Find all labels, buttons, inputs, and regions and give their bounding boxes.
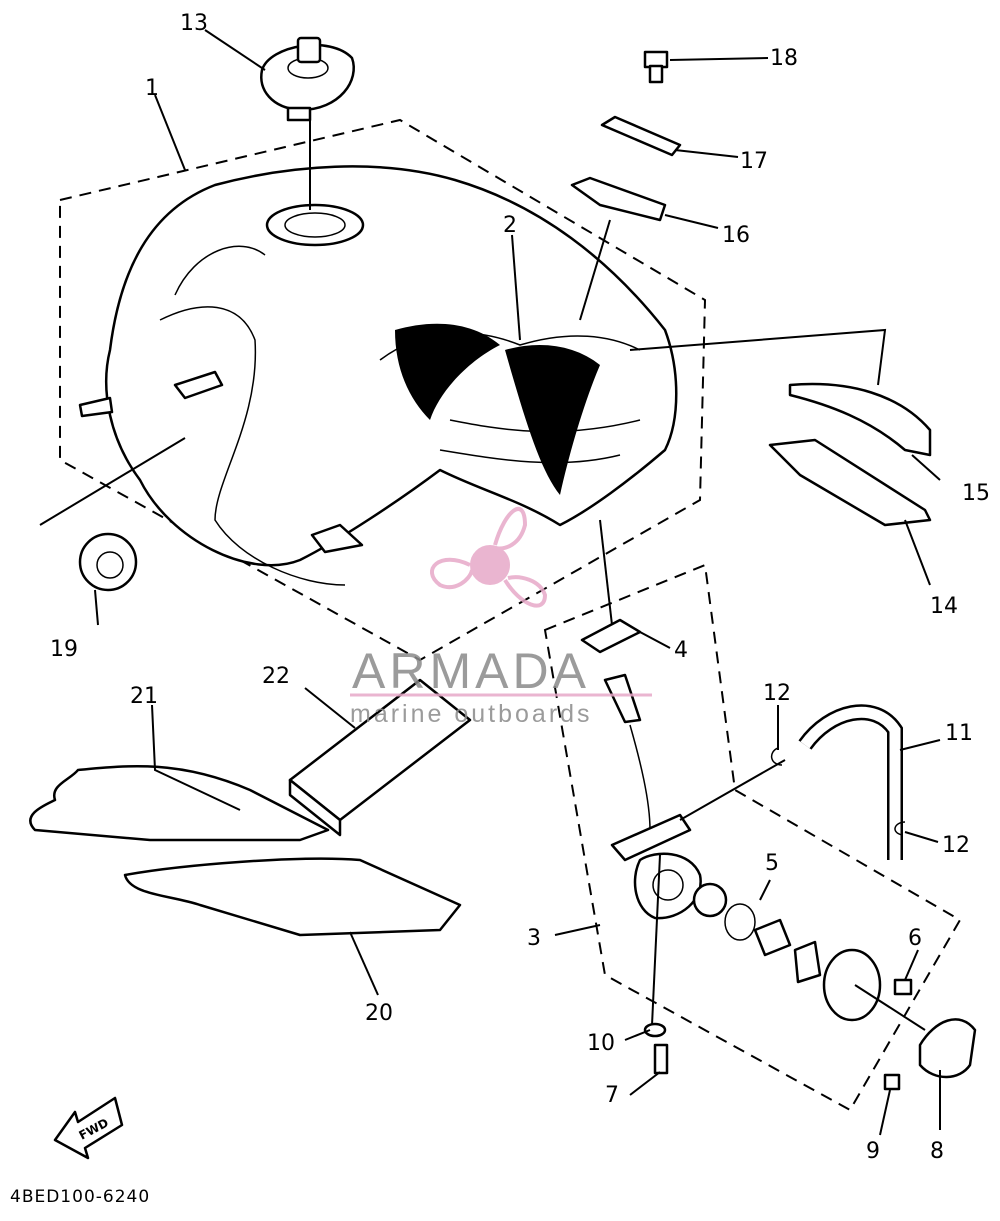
- bolt: [643, 50, 669, 84]
- callouts: 1 2 3 4 5 6 7 8 9 10 11 12 12 13 14 15 1…: [50, 11, 990, 1164]
- pad-side: [288, 778, 342, 837]
- tank-cover-upper: [788, 382, 932, 457]
- grommet: [78, 532, 138, 592]
- washer-10: [643, 1022, 667, 1038]
- screw-9: [883, 1073, 901, 1091]
- callout-10: 10: [587, 1031, 615, 1056]
- callout-12-upper: 12: [763, 681, 791, 706]
- callout-8: 8: [930, 1139, 944, 1164]
- side-pad-lower: [123, 857, 462, 937]
- callout-21: 21: [130, 684, 158, 709]
- tank-group-boundary: [59, 118, 707, 662]
- callout-4: 4: [674, 638, 688, 663]
- callout-19: 19: [50, 637, 78, 662]
- part-code: 4BED100-6240: [10, 1187, 150, 1207]
- callout-22: 22: [262, 664, 290, 689]
- bracket-plate: [570, 176, 667, 222]
- fuel-cock-lever: [918, 1018, 977, 1079]
- callout-20: 20: [365, 1001, 393, 1026]
- callout-3: 3: [527, 926, 541, 951]
- callout-6: 6: [908, 926, 922, 951]
- fuel-hose-inner: [800, 706, 901, 860]
- callout-1: 1: [145, 76, 159, 101]
- armada-watermark: ARMADA marine outboards: [350, 507, 652, 728]
- plate: [600, 115, 682, 157]
- callout-15: 15: [962, 481, 990, 506]
- callout-17: 17: [740, 149, 768, 174]
- callout-18: 18: [770, 46, 798, 71]
- callout-11: 11: [945, 721, 973, 746]
- callout-7: 7: [605, 1083, 619, 1108]
- propeller-logo-icon: [430, 507, 548, 608]
- callout-2: 2: [503, 213, 517, 238]
- forward-arrow-icon: FWD: [53, 1096, 124, 1160]
- side-pad-upper: [29, 764, 330, 842]
- fuel-cock: [603, 673, 702, 920]
- callout-12-lower: 12: [942, 833, 970, 858]
- callout-14: 14: [930, 594, 958, 619]
- callout-13: 13: [180, 11, 208, 36]
- callout-5: 5: [765, 851, 779, 876]
- callout-16: 16: [722, 223, 750, 248]
- fuel-tank: [78, 165, 678, 586]
- valve-parts: [692, 882, 913, 1022]
- watermark-title: ARMADA: [352, 643, 590, 699]
- tank-cover-lower: [768, 438, 932, 527]
- hose-clip-upper: [770, 747, 783, 766]
- fuel-cap: [260, 36, 355, 122]
- watermark-subtitle: marine outboards: [350, 700, 593, 728]
- callout-9: 9: [866, 1139, 880, 1164]
- leader-lines: [39, 29, 941, 1136]
- screw-7: [653, 1043, 669, 1075]
- hose-clip-lower: [894, 821, 906, 836]
